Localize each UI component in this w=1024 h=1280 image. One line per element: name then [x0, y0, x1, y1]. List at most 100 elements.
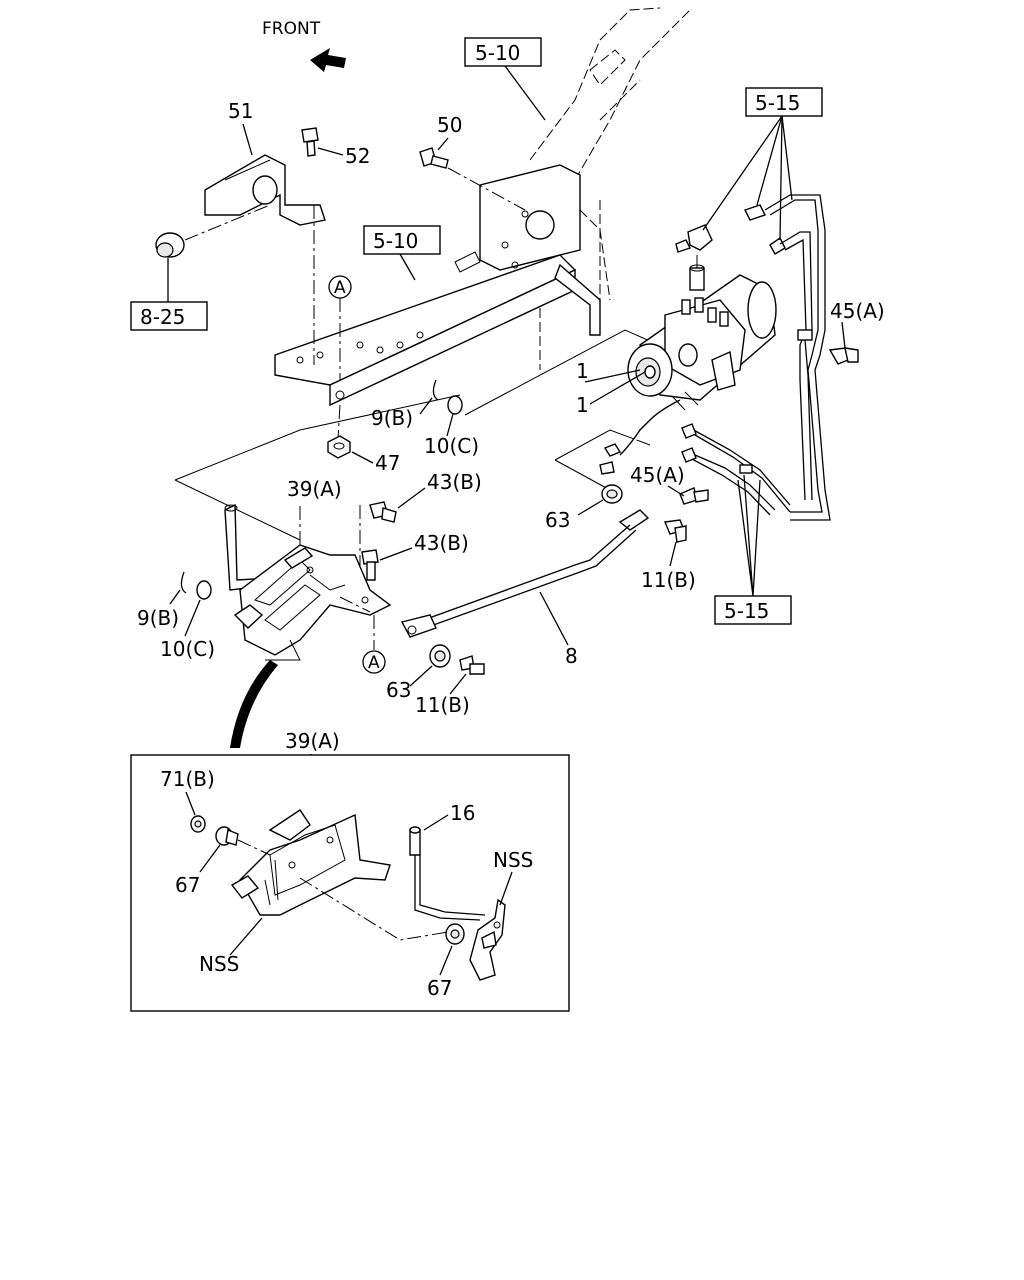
leader-50 [447, 167, 526, 211]
callout-10c-top: 10(C) [424, 434, 479, 458]
bushing-63-mid [429, 644, 451, 668]
ref-5-15-top-leaders [702, 115, 793, 241]
callout-43b-2: 43(B) [414, 531, 469, 555]
outline-right-lower [554, 459, 611, 491]
inset-switch-assembly [230, 809, 391, 916]
bolt-43b-1 [369, 501, 397, 523]
ref-5-15-bot: 5-15 [724, 599, 769, 623]
outline-left-lower [174, 479, 301, 541]
ref-box-5-10-mid [363, 225, 441, 255]
body-frame-upper [529, 7, 691, 370]
inset-nut-71b [190, 815, 206, 833]
inset-detail-box [130, 754, 570, 1012]
inset-callout-67-bottom: 67 [427, 976, 452, 1000]
inset-pin-16 [409, 826, 486, 921]
leader-callout-43b-2 [379, 547, 413, 561]
inset-bushing-67-left [215, 826, 239, 846]
leader-47 [337, 404, 341, 439]
grommet-8-25 [155, 232, 185, 258]
bolt-50 [419, 147, 449, 169]
outline-left [174, 394, 461, 481]
front-label: FRONT [262, 19, 321, 39]
inset-leader-nss-right [499, 871, 513, 906]
leader-callout-51 [242, 123, 253, 156]
leader-switch-rod [339, 596, 371, 613]
inset-leader-nss-left [229, 917, 263, 956]
callout-9b-left: 9(B) [137, 606, 179, 630]
ref-5-10-top-leader [504, 65, 546, 121]
ref-box-5-15-top [745, 87, 823, 117]
outline-right [554, 429, 651, 461]
pin-9b-top [432, 379, 439, 401]
leader-callout-43b-1 [397, 487, 426, 509]
ref-box-5-10-top [464, 37, 542, 67]
pin-9b-left [180, 571, 187, 594]
callout-10c-left: 10(C) [160, 637, 215, 661]
leader-callout-8 [539, 591, 569, 646]
leader-callout-63-mid [409, 665, 433, 687]
callout-52: 52 [345, 144, 370, 168]
callout-9b-top: 9(B) [371, 406, 413, 430]
leader-callout-11b-right [669, 541, 677, 567]
leader-callout-47 [351, 451, 374, 464]
ref-5-10-mid: 5-10 [373, 229, 418, 253]
callout-1: 1 [576, 393, 589, 417]
switch-assembly-39a [224, 503, 392, 661]
leader-callout-9b-left [169, 589, 181, 605]
callout-1-dup: 1 [576, 359, 589, 383]
callout-11b-mid: 11(B) [415, 693, 470, 717]
bolt-43b-2 [361, 549, 379, 581]
callout-39a: 39(A) [287, 477, 342, 501]
bolt-11b-mid [459, 655, 485, 675]
nut-47 [327, 435, 351, 459]
frame-mount-plate [479, 164, 581, 271]
leader-callout-50 [437, 137, 449, 151]
brake-pipes [681, 194, 831, 521]
marker-a-top-label: A [334, 278, 346, 298]
callout-50: 50 [437, 113, 462, 137]
inset-callout-67-left: 67 [175, 873, 200, 897]
leader-grommet [184, 204, 271, 241]
marker-a-bottom [362, 650, 386, 674]
bolt-11b-right [664, 519, 687, 543]
callout-45a-top: 45(A) [830, 299, 885, 323]
ref-5-15-bot-leaders [737, 474, 761, 597]
marker-a-bottom-label: A [368, 653, 380, 673]
inset-bushing-67-bottom [445, 923, 465, 945]
bolt-45a-top [828, 347, 859, 365]
callout-11b-right: 11(B) [641, 568, 696, 592]
callout-63-right: 63 [545, 508, 570, 532]
front-arrow-icon [310, 48, 346, 72]
callout-51: 51 [228, 99, 253, 123]
leader-callout-10c-left [184, 599, 201, 637]
leader-callout-1 [584, 369, 646, 405]
inset-callout-16: 16 [450, 801, 475, 825]
ref-box-8-25 [130, 301, 208, 331]
callout-43b-1: 43(B) [427, 470, 482, 494]
rod-8 [400, 509, 650, 638]
callout-47: 47 [375, 451, 400, 475]
leader-callout-63-right [577, 499, 604, 516]
leader-callout-52 [317, 147, 344, 156]
ref-5-10-mid-leader [399, 253, 416, 281]
ref-5-10-top: 5-10 [475, 41, 520, 65]
leader-callout-45a-top [841, 321, 846, 349]
inset-leader-rod [299, 877, 449, 941]
detail-arrow-icon [230, 660, 278, 748]
inset-leader-67-left [199, 844, 221, 873]
leader-callout-45a-mid [667, 485, 685, 497]
bolt-45a-mid [679, 487, 709, 505]
inset-leader-16 [423, 814, 449, 831]
inset-callout-71b: 71(B) [160, 767, 215, 791]
cross-member [274, 251, 601, 407]
ref-5-15-top: 5-15 [755, 91, 800, 115]
inset-bracket-right [469, 898, 506, 981]
inset-leader-71b [185, 791, 196, 816]
leader-callout-11b-mid [449, 673, 467, 695]
ref-8-25: 8-25 [140, 305, 185, 329]
tee-fitting [675, 224, 713, 291]
bushing-63-right [601, 484, 623, 504]
actuator-motor-1 [599, 274, 777, 475]
washer-10c-top [447, 395, 463, 415]
